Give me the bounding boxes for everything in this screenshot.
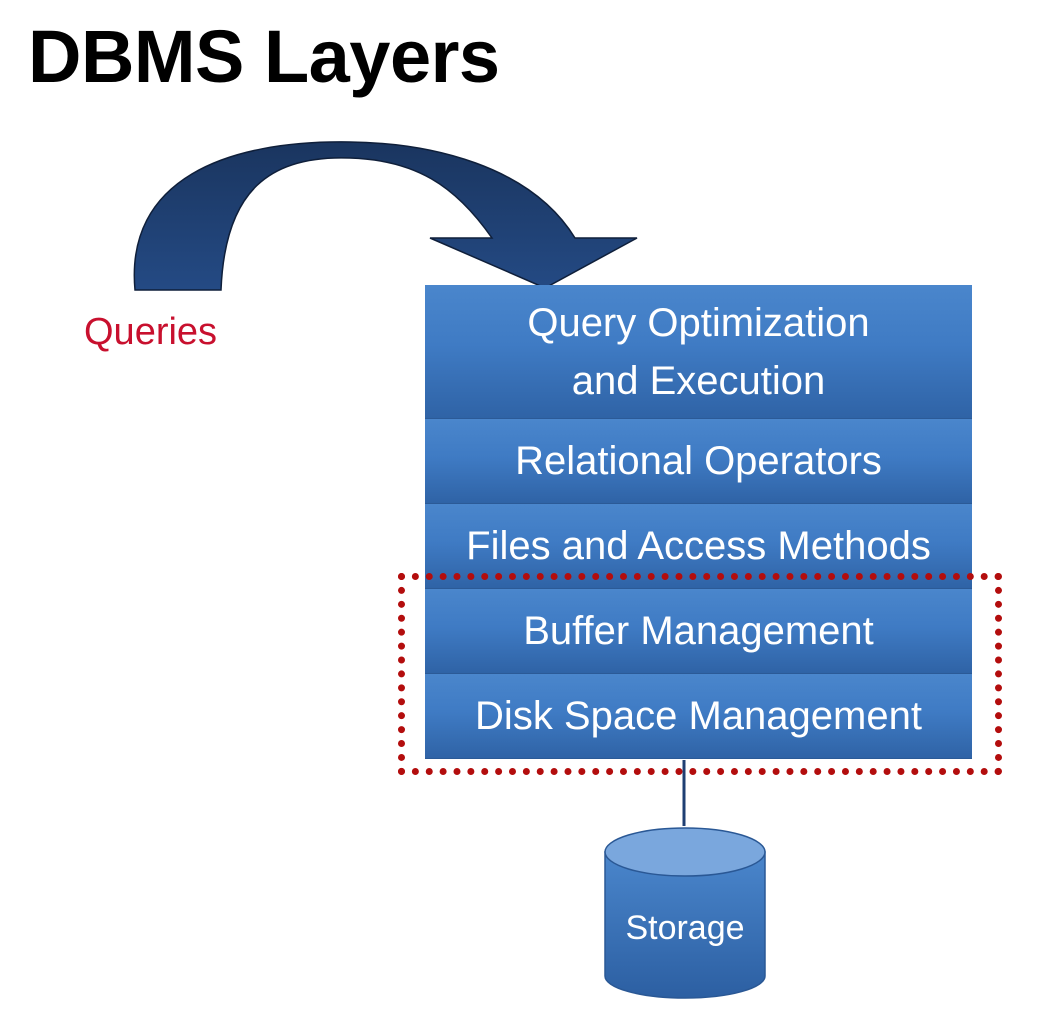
storage-cylinder-icon [604, 827, 766, 999]
layer-files-access-methods: Files and Access Methods [425, 504, 972, 589]
layer-label-line2: and Execution [571, 358, 826, 403]
layer-relational-operators: Relational Operators [425, 419, 972, 504]
layer-query-optimization: Query Optimization and Execution [425, 285, 972, 419]
storage-label: Storage [625, 909, 745, 947]
queries-label: Queries [84, 311, 218, 353]
layer-label: Buffer Management [523, 609, 874, 653]
layer-label: Relational Operators [515, 439, 882, 483]
layer-stack: Query Optimization and Execution Relatio… [425, 285, 972, 759]
layer-buffer-management: Buffer Management [425, 589, 972, 674]
layer-disk-space-management: Disk Space Management [425, 674, 972, 759]
layer-label: Files and Access Methods [466, 524, 931, 568]
page-title: DBMS Layers [28, 15, 500, 98]
layer-label-line1: Query Optimization [527, 300, 870, 345]
layer-label: Disk Space Management [475, 694, 922, 738]
curved-arrow-icon [133, 141, 638, 291]
